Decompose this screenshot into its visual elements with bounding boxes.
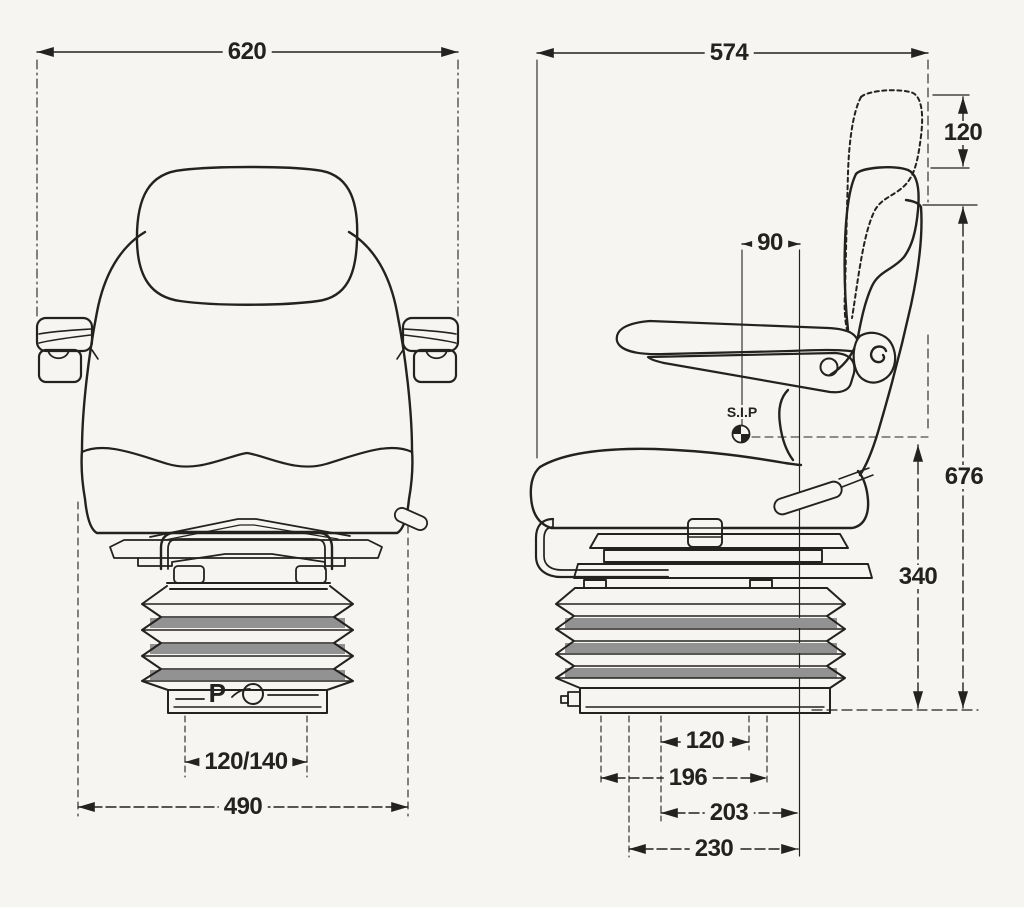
front-suspension — [109, 518, 383, 584]
dim-label-cushion-width: 490 — [218, 795, 268, 819]
side-bellows — [555, 587, 846, 689]
dim-label-headrest-range: 120 — [938, 121, 988, 145]
side-view — [529, 47, 979, 858]
side-front-handle — [534, 517, 670, 579]
front-tilt-lever — [393, 507, 429, 531]
side-base — [560, 687, 831, 714]
sip-label: S.I.P — [723, 405, 761, 419]
front-armrest-left — [35, 316, 99, 384]
front-cushion-top — [80, 446, 414, 468]
armrest-pivot-hole — [819, 357, 839, 377]
front-armrest-right — [396, 316, 460, 384]
front-body-outline — [80, 230, 414, 535]
dim-label-mount-spacing: 120/140 — [199, 750, 293, 774]
side-headrest-raised — [843, 89, 924, 331]
sip-symbol-icon — [731, 424, 751, 444]
dim-label-sip-setback: 90 — [752, 231, 788, 255]
side-headrest — [843, 166, 920, 344]
dim-label-overall-height: 676 — [939, 465, 989, 489]
dim-label-slot-196: 196 — [663, 766, 713, 790]
base-marking-letter: P — [208, 678, 226, 708]
front-bellows — [141, 582, 354, 691]
dim-label-slot-230: 230 — [689, 837, 739, 861]
dim-label-slot-120: 120 — [680, 729, 730, 753]
side-backrest — [778, 198, 923, 477]
side-rails — [573, 533, 873, 589]
front-view — [35, 46, 460, 817]
side-armrest — [615, 319, 860, 394]
dim-label-sip-height: 340 — [893, 565, 943, 589]
front-headrest — [135, 165, 359, 306]
base-side-knob — [560, 691, 581, 707]
dim-label-overall-depth: 574 — [704, 41, 754, 65]
side-slide-knob — [687, 518, 723, 548]
front-grab-loop — [159, 530, 334, 571]
side-armrest-knob — [852, 331, 897, 384]
side-recline-lever — [773, 467, 874, 516]
front-base — [167, 683, 328, 714]
dim-label-slot-203: 203 — [704, 801, 754, 825]
dim-label-overall-width: 620 — [222, 40, 272, 64]
knob-spiral-icon — [869, 345, 888, 364]
